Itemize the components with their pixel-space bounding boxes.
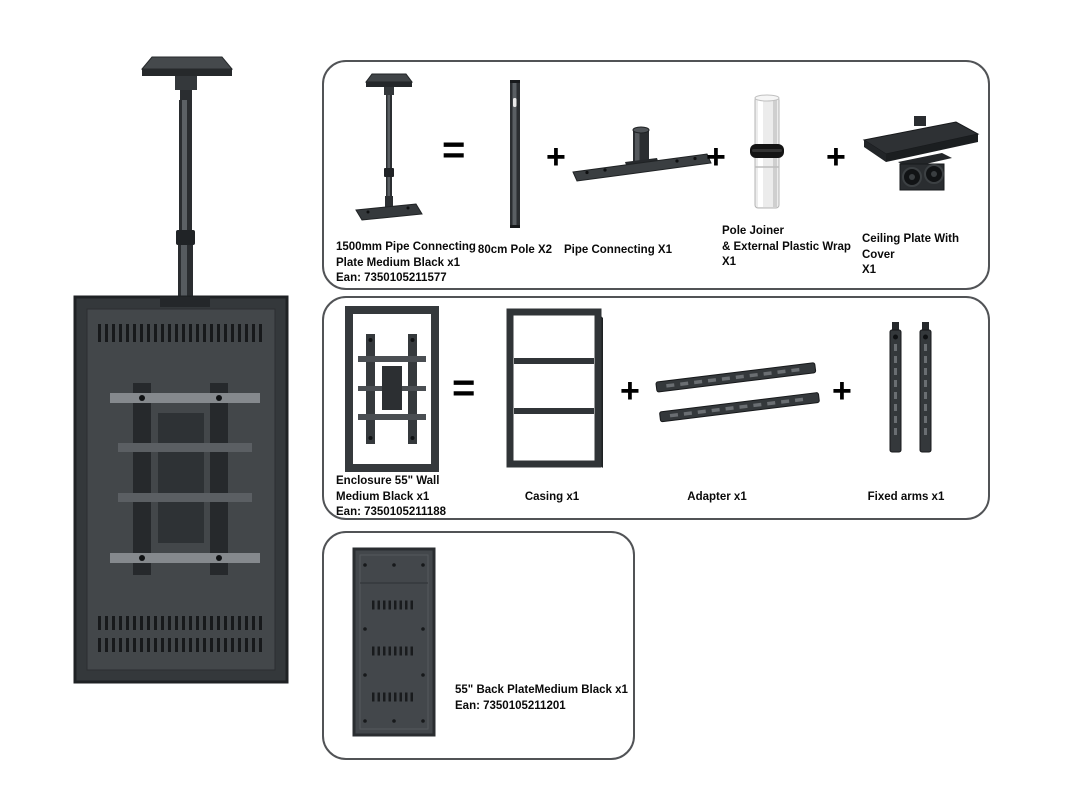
assembled-ceiling-enclosure-illustration — [73, 56, 289, 684]
back-plate-label: 55" Back PlateMedium Black x1 Ean: 73501… — [455, 684, 628, 712]
plus-sign: + — [620, 372, 640, 410]
pipe-connecting-illustration — [572, 126, 712, 182]
equals-sign: = — [452, 366, 476, 410]
plus-sign: + — [826, 138, 846, 176]
equals-sign: = — [442, 128, 466, 172]
enclosure-product-label: Enclosure 55" Wall Medium Black x1 Ean: … — [336, 475, 446, 519]
pole-joiner-label: Pole Joiner & External Plastic Wrap X1 — [722, 225, 851, 269]
pipe-connecting-plate-illustration — [355, 73, 423, 221]
fixed-arms-label: Fixed arms x1 — [867, 491, 945, 503]
pole-joiner-illustration — [750, 94, 784, 209]
back-plate-illustration — [352, 547, 436, 737]
enclosure-front-illustration — [345, 306, 439, 472]
casing-label: Casing x1 — [524, 491, 580, 503]
pipe-kit-product-label: 1500mm Pipe Connecting Plate Medium Blac… — [336, 241, 476, 285]
enclosure-kit-panel: = + + — [322, 296, 990, 520]
plus-sign: + — [832, 372, 852, 410]
back-plate-panel: 55" Back PlateMedium Black x1 Ean: 73501… — [322, 531, 635, 760]
ceiling-plate-cover-label: Ceiling Plate With Cover X1 — [862, 233, 960, 277]
adapter-label: Adapter x1 — [687, 491, 747, 503]
ceiling-plate-cover-illustration — [862, 116, 980, 191]
fixed-arms-illustration — [889, 322, 932, 453]
pipe-kit-panel: = + + — [322, 60, 990, 290]
casing-illustration — [506, 308, 603, 468]
plus-sign: + — [706, 138, 726, 176]
pole-illustration — [510, 80, 520, 228]
plus-sign: + — [546, 138, 566, 176]
pipe-connecting-label: Pipe Connecting X1 — [564, 244, 672, 256]
pole-label: 80cm Pole X2 — [477, 244, 553, 256]
adapter-illustration — [655, 362, 820, 423]
